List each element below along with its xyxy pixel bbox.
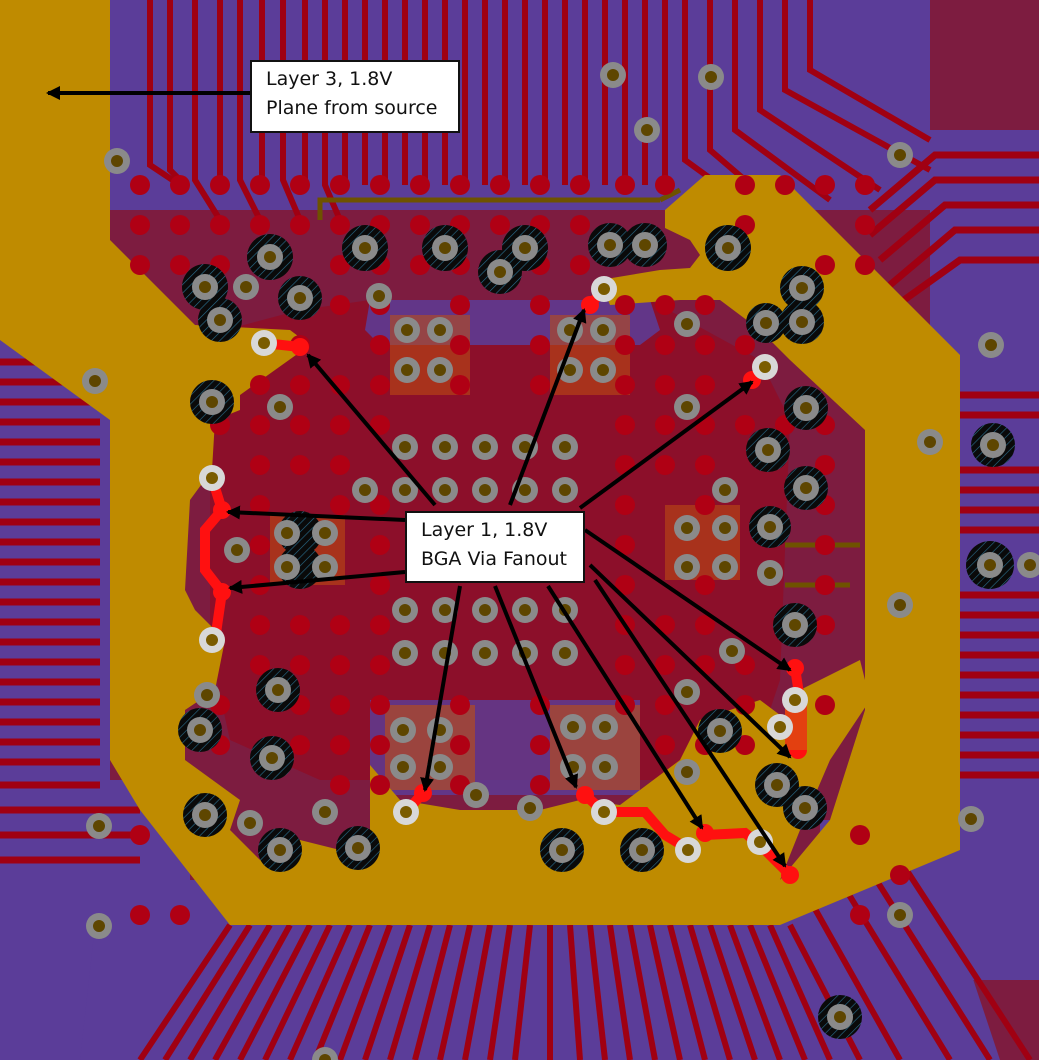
callout-layer3-plane: Layer 3, 1.8V Plane from source	[250, 60, 460, 133]
layer3-1v8-plane-right	[640, 175, 960, 925]
callout-layer1-line2: BGA Via Fanout	[421, 548, 567, 570]
arrow-to-fanout-2	[508, 308, 587, 506]
arrow-to-fanout-9	[583, 528, 792, 672]
callout-layer1-fanout: Layer 1, 1.8V BGA Via Fanout	[405, 511, 585, 583]
annotation-arrows	[46, 86, 792, 868]
layer3-plane-bridge	[600, 270, 680, 305]
arrow-to-fanout-8	[546, 584, 704, 830]
callout-layer3-line1: Layer 3, 1.8V	[266, 68, 393, 90]
signal-traces-bottom	[137, 858, 1033, 1060]
arrow-to-fanout-6	[420, 585, 462, 792]
arrow-to-fanout-10	[588, 563, 792, 759]
arrow-to-fanout-1	[306, 353, 437, 507]
arrow-to-fanout-7	[493, 585, 579, 789]
callout-layer3-line2: Plane from source	[266, 97, 438, 119]
arrow-to-fanout-4	[226, 505, 406, 522]
signal-traces-right	[867, 151, 1039, 779]
arrow-to-fanout-11	[593, 578, 787, 868]
arrow-to-fanout-3	[578, 380, 754, 510]
signal-traces-left	[0, 358, 140, 864]
arrow-to-fanout-5	[228, 570, 406, 594]
callout-layer1-line1: Layer 1, 1.8V	[421, 519, 548, 541]
fanout-pour-right	[785, 705, 807, 750]
